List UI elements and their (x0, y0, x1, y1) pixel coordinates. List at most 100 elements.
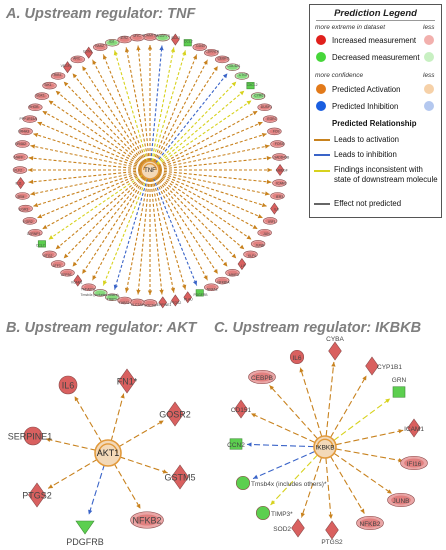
tnf-edge-fos-arrowhead (261, 132, 267, 138)
ikbkb-target-label-cyba: CYBA (326, 336, 344, 343)
tnf-edge-myc-arrowhead (136, 45, 141, 51)
akt-target-ptgs2 (28, 482, 46, 508)
tnf-edge-edn1-arrowhead (92, 59, 97, 65)
tnf-edge-timp3-arrowhead (113, 284, 118, 290)
activation-swatch-strong (316, 84, 326, 94)
tnf-edge-jun-arrowhead (252, 224, 258, 229)
tnf-edge-maff-arrowhead (28, 156, 34, 161)
tnf-edge-egr1 (158, 121, 263, 168)
tnf-edge-maff (28, 157, 142, 170)
ikbkb-edge-sod2 (300, 457, 323, 518)
tnf-target-label-lif: LIF (241, 264, 246, 268)
akt-target-serpine1 (23, 426, 43, 446)
akt-target-gosr2 (166, 401, 184, 427)
tnf-edge-cebpd-arrowhead (213, 66, 218, 72)
tnf-edge-zfp36 (72, 176, 145, 267)
tnf-edge-jun (157, 173, 258, 230)
network-a-hub: TNF (140, 160, 160, 180)
tnf-target-label-slc7a5: SLC7A5 (131, 303, 144, 307)
tnf-target-label-tnfaip3: TNFAIP3 (81, 288, 95, 292)
tnf-target-label-nr4a1: NR4A1 (207, 288, 218, 292)
tnf-target-il11 (16, 176, 25, 190)
tnf-edge-csrnp1-arrowhead (42, 224, 48, 229)
tnf-edge-vcam1 (81, 177, 146, 275)
tnf-target-label-cd44: CD44 (196, 44, 205, 48)
tnf-target-label-ccl2: CCL2 (184, 39, 193, 43)
tnf-edge-vcam1-arrowhead (82, 268, 87, 274)
akt-target-label-serpine1: SERPINE1 (8, 432, 53, 442)
tnf-edge-cxcl2 (156, 90, 245, 165)
akt-edge-serpine1 (45, 438, 97, 451)
legend-divider (316, 20, 435, 21)
tnf-edge-cd44 (152, 54, 198, 162)
tnf-target-label-cyr61: CYR61 (254, 93, 265, 97)
tnf-target-label-ptgs2: PTGS2 (170, 301, 181, 305)
tnf-edge-il6 (158, 172, 267, 207)
tnf-edge-ptgs2-arrowhead (170, 287, 176, 293)
tnf-edge-mmp3 (155, 176, 228, 267)
tnf-edge-tmsb4x-includes-others-arrowhead (102, 280, 108, 286)
tnf-edge-rhob-arrowhead (42, 111, 48, 116)
ikbkb-target-label-junb: JUNB (393, 498, 410, 505)
tnf-edge-plau-arrowhead (182, 284, 187, 290)
tnf-edge-cxcl2-arrowhead (239, 90, 245, 96)
not-predicted-line-swatch (314, 203, 330, 205)
increased-swatch-light (424, 35, 434, 45)
tnf-edge-ier3-arrowhead (264, 191, 270, 196)
ikbkb-target-label-ptgs2: PTGS2 (321, 539, 343, 546)
tnf-edge-klf4 (156, 175, 245, 250)
tnf-edge-gadd45b (158, 157, 272, 170)
tnf-hub-arc (143, 163, 157, 171)
tnf-target-label-ier3: IER3 (276, 195, 284, 199)
prediction-legend: Prediction Legend more extreme in datase… (309, 4, 442, 218)
tnf-edge-nr4a3 (33, 133, 142, 168)
tnf-edge-serpine1-arrowhead (159, 289, 164, 295)
tnf-edge-vegfa-arrowhead (72, 73, 78, 79)
ikbkb-target-label-cyp1b1: CYP1B1 (377, 364, 402, 371)
tnf-edge-bcl3 (151, 47, 175, 162)
tnf-edge-adamts1-arrowhead (147, 45, 153, 50)
tnf-edge-cd44-arrowhead (192, 54, 198, 60)
ikbkb-edge-cyp1b1-arrowhead (362, 375, 367, 381)
panel-a-title: A. Upstream regulator: TNF (6, 6, 196, 22)
ikbkb-edge-sod2-arrowhead (300, 512, 305, 518)
tnf-edge-egr2-arrowhead (37, 214, 43, 219)
tnf-edge-ptgs2 (151, 178, 175, 293)
akt-hub-arc (98, 443, 118, 454)
tnf-target-label-plau: PLAU (184, 298, 193, 302)
tnf-edge-ier3 (158, 171, 270, 195)
ikbkb-target-tmsb4x-includes-others (235, 475, 251, 491)
tnf-target-label-nr4a2: NR4A2 (15, 142, 26, 146)
tnf-target-lif (237, 258, 247, 271)
tnf-edge-atf3 (63, 175, 145, 259)
tnf-edge-tnfaip3 (92, 177, 147, 281)
ikbkb-target-label-timp3: TIMP3* (271, 511, 293, 518)
tnf-target-label-cxcl2: CXCL2 (247, 83, 258, 87)
tnf-target-label-cebpd: CEBPD (217, 56, 229, 60)
akt-edge-ptgs2-arrowhead (48, 484, 54, 489)
tnf-target-vegfa (63, 61, 72, 74)
ikbkb-target-label-nfkb2: NFKB2 (360, 521, 381, 528)
tnf-target-label-ier2: IER2 (120, 36, 128, 40)
akt-target-fn1 (118, 368, 136, 394)
tnf-edge-btg2-arrowhead (55, 244, 61, 250)
tnf-edge-socs3-arrowhead (147, 290, 153, 295)
tnf-target-label-dusp1: DUSP1 (261, 105, 272, 109)
network-c-edges (246, 361, 404, 520)
tnf-target-label-tmsb4x-includes-others: Tmsb4x (includes others) (80, 293, 118, 297)
akt-target-label-ptgs2: PTGS2 (22, 491, 52, 501)
tnf-target-label-trib1: TRIB1 (52, 73, 62, 77)
akt-edge-pdgfrb (88, 464, 105, 515)
tnf-target-label-egr3: EGR3 (19, 208, 28, 212)
tnf-target-label-il11: IL11 (15, 182, 21, 186)
akt-edge-il6-arrowhead (74, 396, 79, 402)
tnf-edge-egr1-arrowhead (257, 121, 263, 126)
tnf-edge-il11-arrowhead (28, 179, 34, 184)
ikbkb-target-timp3 (255, 505, 271, 521)
tnf-target-label-fos: FOS (273, 129, 281, 133)
ikbkb-target-label-cd151: CD151 (231, 407, 252, 414)
tnf-edge-egr3 (33, 172, 142, 207)
ikbkb-target-label-il6: IL6 (292, 355, 301, 362)
